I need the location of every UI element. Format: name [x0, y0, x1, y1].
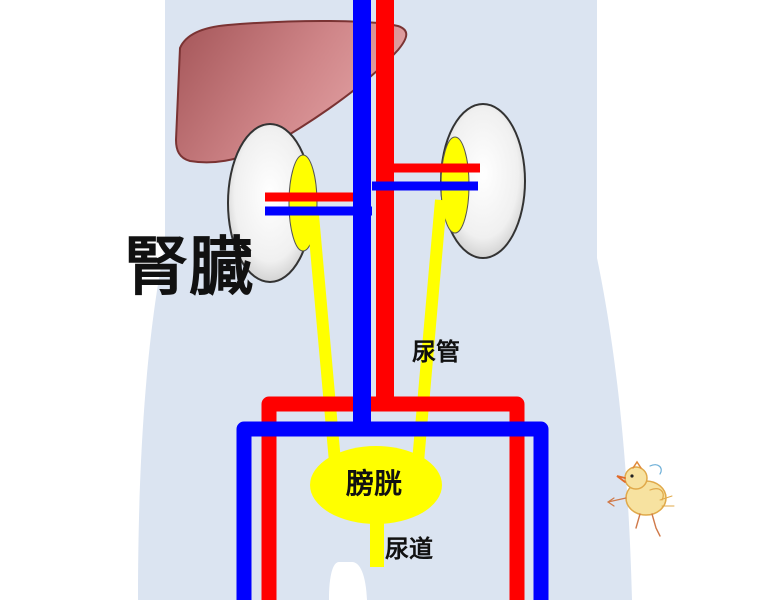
bladder-label: 膀胱: [346, 467, 403, 500]
urethra-label: 尿道: [385, 535, 433, 563]
left-ureter: [307, 214, 341, 463]
urethra-shape: [370, 510, 384, 567]
liver-shape: [174, 19, 408, 164]
kidney-label: 腎臓: [124, 231, 254, 305]
chick-illustration: [606, 460, 675, 537]
right-ureter: [412, 199, 447, 463]
vein-iliac-loop: [236, 421, 549, 600]
ureter-label: 尿管: [412, 338, 460, 366]
bladder-shape: [310, 446, 442, 524]
